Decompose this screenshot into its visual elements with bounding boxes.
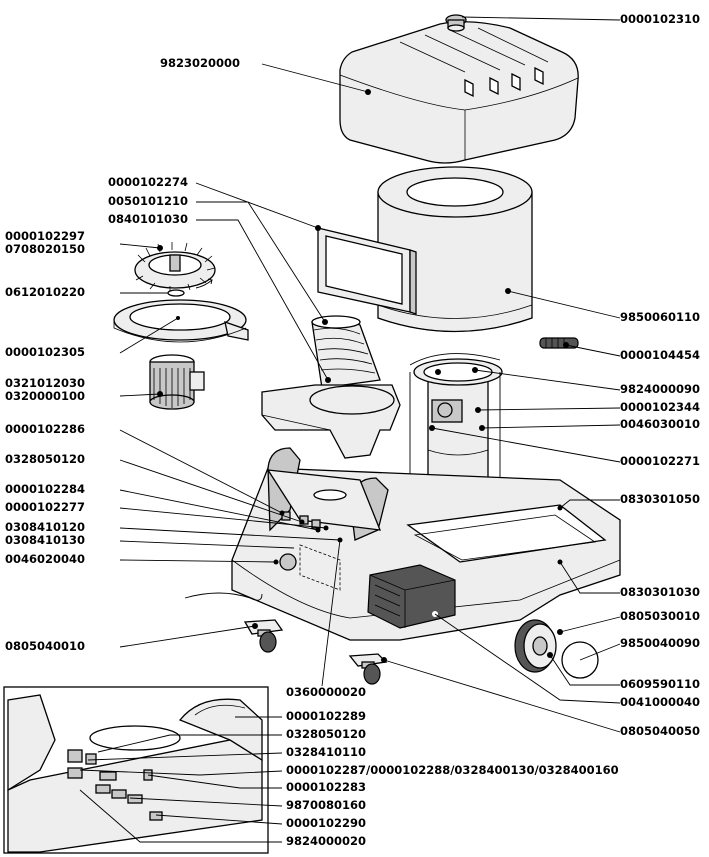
label-part-2: 9823020000 xyxy=(160,56,241,70)
label-part-28: 0609590110 xyxy=(620,677,701,691)
label-part-23: 0046020040 xyxy=(5,552,86,566)
label-part-10: 0000104454 xyxy=(620,348,701,362)
label-part-20: 0000102277 xyxy=(5,500,86,514)
label-part-11b: 0320000100 xyxy=(5,389,86,403)
label-inset-4: 0000102287/0000102288/0328400130/0328400… xyxy=(286,763,619,777)
label-inset-1: 0000102289 xyxy=(286,709,367,723)
caster-right xyxy=(348,653,388,685)
label-part-25: 0805030010 xyxy=(620,609,701,623)
fan-wheel xyxy=(134,242,216,292)
detail-inset xyxy=(3,686,269,854)
label-part-26: 9850040090 xyxy=(620,636,701,650)
caster-left xyxy=(243,619,284,653)
label-part-24: 0830301030 xyxy=(620,585,701,599)
label-part-1: 0000102310 xyxy=(620,12,701,26)
label-part-6b: 0708020150 xyxy=(5,242,86,256)
label-part-15: 0046030010 xyxy=(620,417,701,431)
label-part-29: 0041000040 xyxy=(620,695,701,709)
motor-cover-plate xyxy=(113,299,249,343)
label-part-19: 0830301050 xyxy=(620,492,701,506)
lid-knob xyxy=(445,14,467,32)
motor-base-plate xyxy=(261,384,401,459)
washer xyxy=(167,289,185,297)
label-part-17: 0000102271 xyxy=(620,454,701,468)
label-part-30: 0360000020 xyxy=(286,685,367,699)
flat-filter xyxy=(315,225,417,315)
label-part-18: 0000102284 xyxy=(5,482,86,496)
label-part-3: 0000102274 xyxy=(108,175,189,189)
label-part-31: 0805040050 xyxy=(620,724,701,738)
label-part-5: 0840101030 xyxy=(108,212,189,226)
label-part-22: 0308410130 xyxy=(5,533,86,547)
label-inset-5: 0000102283 xyxy=(286,780,367,794)
label-part-27: 0805040010 xyxy=(5,639,86,653)
label-inset-3: 0328410110 xyxy=(286,745,367,759)
lid xyxy=(339,21,579,164)
label-part-11a: 0321012030 xyxy=(5,376,86,390)
label-inset-6: 9870080160 xyxy=(286,798,367,812)
label-part-7: 0612010220 xyxy=(5,285,86,299)
hose-connector xyxy=(311,315,381,389)
label-part-4: 0050101210 xyxy=(108,194,189,208)
label-part-16: 0328050120 xyxy=(5,452,86,466)
label-part-21: 0308410120 xyxy=(5,520,86,534)
large-wheel xyxy=(514,619,599,679)
leader-lines xyxy=(79,16,621,843)
power-cord xyxy=(184,592,263,601)
chassis xyxy=(231,447,621,641)
label-part-9: 0000102305 xyxy=(5,345,86,359)
filter-cartridge xyxy=(377,166,533,333)
battery-box xyxy=(367,564,456,629)
label-part-8: 9850060110 xyxy=(620,310,701,324)
label-part-12: 9824000090 xyxy=(620,382,701,396)
motor xyxy=(149,354,205,410)
label-part-6a: 0000102297 xyxy=(5,229,86,243)
label-inset-2: 0328050120 xyxy=(286,727,367,741)
label-inset-7: 0000102290 xyxy=(286,816,367,830)
label-part-13: 0000102344 xyxy=(620,400,701,414)
label-part-14: 0000102286 xyxy=(5,422,86,436)
label-inset-8: 9824000020 xyxy=(286,834,367,848)
